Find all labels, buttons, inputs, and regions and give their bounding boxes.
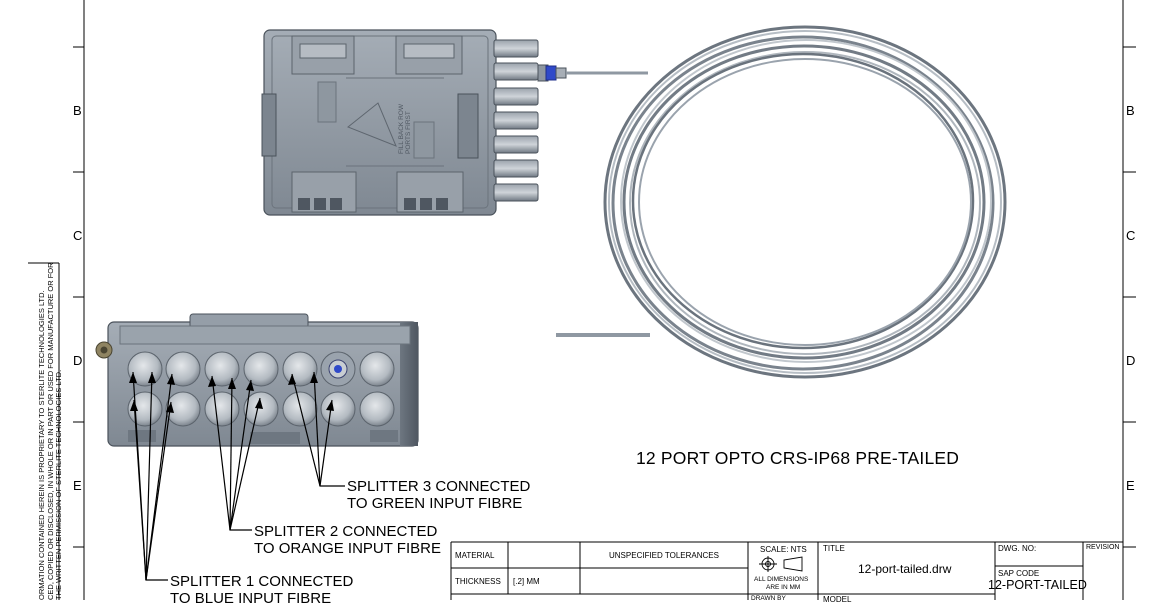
drawing-title: 12 PORT OPTO CRS-IP68 PRE-TAILED [636, 448, 960, 468]
device-marking: FILL BACK ROW PORTS FIRST [398, 104, 412, 154]
title-block-grid [450, 541, 1123, 600]
zone-left-b: B [73, 103, 82, 118]
scale-label: SCALE: NTS [760, 545, 807, 554]
zone-left-c: C [73, 228, 83, 243]
callout-splitter-1-line-2: TO BLUE INPUT FIBRE [170, 590, 332, 607]
top-view-connectors [493, 39, 567, 202]
proprietary-notice: ORMATION CONTAINED HEREIN IS PROPRIETARY… [37, 262, 64, 600]
callout-splitter-1: SPLITTER 1 CONNECTED TO BLUE INPUT FIBRE [170, 573, 353, 607]
drawn-by-label: DRAWN BY [751, 595, 786, 602]
callout-splitter-2-line-2: TO ORANGE INPUT FIBRE [254, 540, 441, 557]
zone-right-c: C [1126, 228, 1136, 243]
zone-right-e: E [1126, 478, 1135, 493]
thickness-label: THICKNESS [455, 577, 501, 586]
callout-splitter-3-line-2: TO GREEN INPUT FIBRE [347, 495, 523, 512]
zone-left-d: D [73, 353, 83, 368]
title-label: TITLE [823, 544, 845, 553]
zone-right-d: D [1126, 353, 1136, 368]
projection-symbol-icon [759, 556, 803, 572]
thickness-value: [.2] MM [513, 577, 540, 586]
material-label: MATERIAL [455, 551, 495, 560]
revision-label: REVISION [1086, 544, 1120, 551]
callout-splitter-3-line-1: SPLITTER 3 CONNECTED [347, 478, 531, 495]
dimensions-note-2: ARE IN MM [766, 584, 801, 591]
sap-code-label: SAP CODE [998, 569, 1040, 578]
sheet-frame [28, 0, 1136, 600]
sap-code-value: 12-PORT-TAILED [988, 578, 1087, 592]
closure-top-view [261, 29, 567, 216]
callout-splitter-3: SPLITTER 3 CONNECTED TO GREEN INPUT FIBR… [347, 478, 530, 512]
zone-left-e: E [73, 478, 82, 493]
tolerances-label: UNSPECIFIED TOLERANCES [609, 551, 719, 560]
cable-coil [603, 25, 1007, 379]
callout-splitter-1-line-1: SPLITTER 1 CONNECTED [170, 573, 354, 590]
front-ports [127, 351, 395, 427]
zone-right-b: B [1126, 103, 1135, 118]
device-marking-line-2: PORTS FIRST [405, 111, 412, 154]
closure-front-view [95, 313, 419, 447]
title-value: 12-port-tailed.drw [858, 562, 952, 576]
dimensions-note-1: ALL DIMENSIONS [754, 576, 809, 583]
callout-splitter-2-line-1: SPLITTER 2 CONNECTED [254, 523, 438, 540]
leader-lines [132, 371, 345, 581]
callout-splitter-2: SPLITTER 2 CONNECTED TO ORANGE INPUT FIB… [254, 523, 441, 557]
dwg-no-label: DWG. NO: [998, 544, 1037, 553]
arrow-heads [129, 372, 334, 413]
device-marking-line-1: FILL BACK ROW [398, 104, 405, 154]
proprietary-notice-line-3: THE WRITTEN PERMISSION OF STERLITE TECHN… [54, 369, 63, 600]
